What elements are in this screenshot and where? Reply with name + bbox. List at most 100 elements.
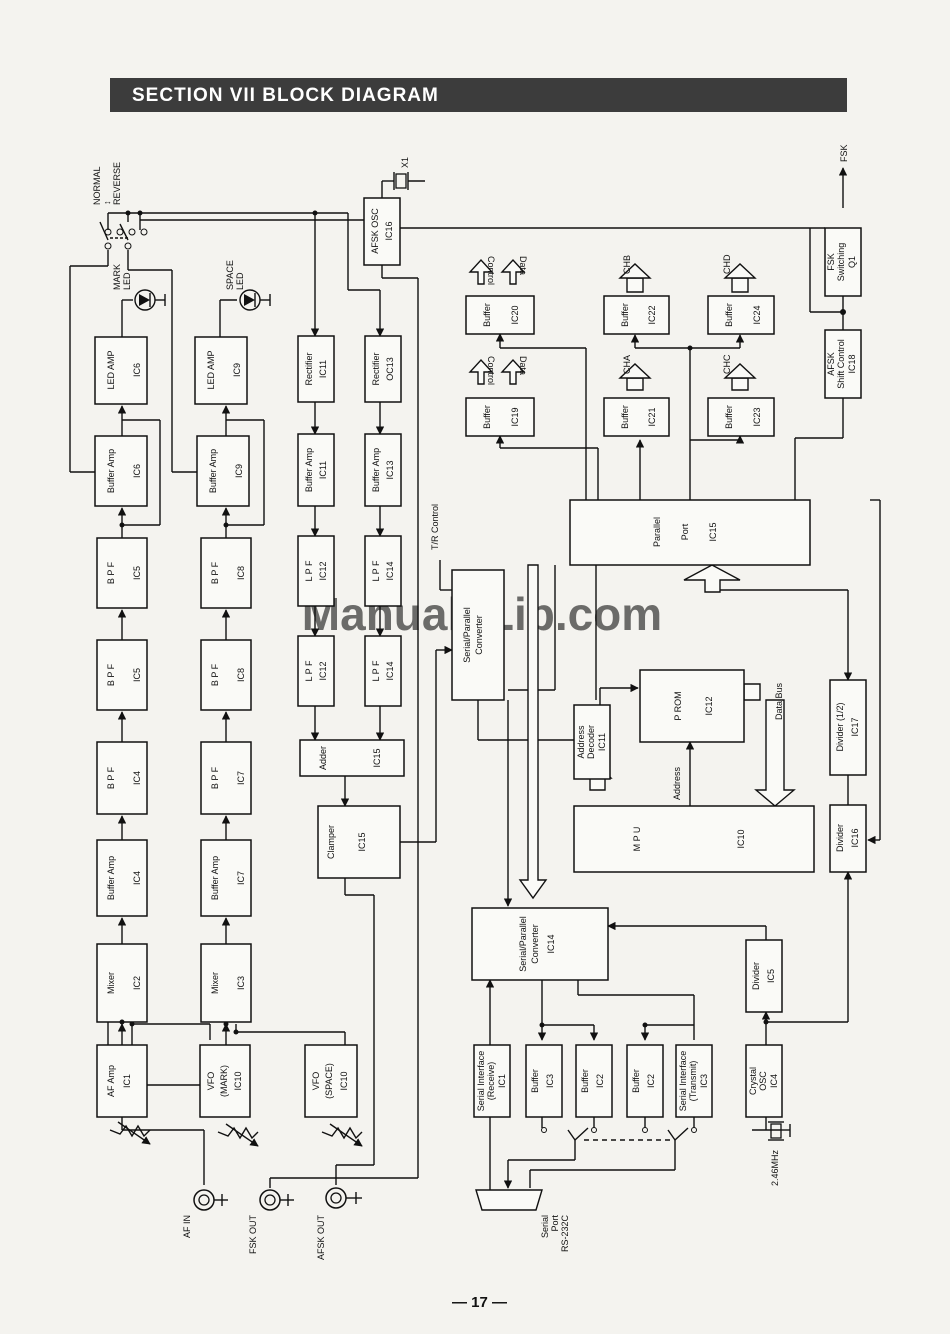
block-ic: IC4 (769, 1074, 779, 1088)
block-ic: IC24 (752, 305, 762, 324)
block-ic: IC5 (766, 969, 776, 983)
block-name: Buffer (580, 1069, 590, 1093)
block-name: L P F (371, 560, 381, 582)
block-name: LED AMP (206, 350, 216, 389)
crystal-2-46mhz-icon (768, 1121, 791, 1141)
block-buffer-amp-ic7: Buffer Amp IC7 (200, 839, 252, 917)
block-ic: IC4 (132, 871, 142, 885)
label-control-1: Control (486, 356, 496, 385)
block-ic: IC4 (132, 771, 142, 785)
block-ic: IC7 (236, 771, 246, 785)
pot-vfo-space-icon (321, 1123, 363, 1147)
label-reverse: REVERSE (112, 162, 122, 205)
block-name: Parallel (652, 517, 662, 547)
block-name: Buffer Amp (371, 448, 381, 492)
block-ic: IC2 (646, 1074, 656, 1088)
block-sub: Converter (474, 615, 484, 655)
label-mark-led: LED (122, 272, 132, 290)
block-name: VFO (206, 1072, 216, 1091)
block-lpf-ic14a: L P F IC14 (364, 535, 402, 607)
mark-led-icon (134, 289, 166, 311)
block-name: Buffer (724, 405, 734, 429)
block-ic: IC10 (339, 1071, 349, 1090)
block-led-amp-ic9: LED AMP IC9 (194, 336, 248, 405)
label-address: Address (672, 766, 682, 800)
label-space: SPACE (225, 260, 235, 290)
block-rectifier-ic11: Rectifier IC11 (297, 335, 335, 403)
block-vfo-space: VFO (SPACE) IC10 (304, 1044, 358, 1118)
block-buffer-amp-ic13: Buffer Amp IC13 (364, 433, 402, 507)
block-name: Mixer (210, 972, 220, 994)
block-bpf-ic8b: B P F IC8 (200, 537, 252, 609)
page-number: — 17 — (452, 1294, 508, 1311)
label-normal: NORMAL (92, 166, 102, 205)
block-crystal-osc: Crystal OSC IC4 (745, 1044, 783, 1118)
crystal-x1-icon (393, 172, 409, 190)
block-ic: IC15 (708, 522, 718, 541)
block-sub: Switching (836, 243, 846, 282)
block-name: Rectifier (371, 352, 381, 385)
block-name: AFSK (826, 352, 836, 376)
block-serial-if-transmit: Serial Interface (Transmit) IC3 (675, 1044, 713, 1118)
block-bpf-ic8a: B P F IC8 (200, 639, 252, 711)
block-name: L P F (371, 660, 381, 682)
block-ic: IC8 (236, 668, 246, 682)
block-led-amp-ic6: LED AMP IC6 (94, 336, 148, 405)
block-address-decoder: Address Decoder IC11 (573, 704, 611, 780)
block-divider-ic5: Divider IC5 (745, 939, 783, 1013)
block-name: Buffer (482, 405, 492, 429)
block-lpf-ic14b: L P F IC14 (364, 635, 402, 707)
block-name: Buffer Amp (210, 856, 220, 900)
block-name: Divider (751, 962, 761, 990)
block-sub: OSC (758, 1071, 768, 1091)
pot-vfo-mark-icon (217, 1123, 259, 1147)
block-divider-ic17: Divider (1/2) IC17 (829, 679, 867, 776)
mode-switch-icon (99, 210, 148, 250)
block-name: Buffer (482, 303, 492, 327)
block-name: FSK (826, 253, 836, 271)
block-ic: IC14 (385, 661, 395, 680)
block-ic: IC10 (233, 1071, 243, 1090)
block-ic: IC11 (318, 461, 328, 479)
block-ic: Q1 (847, 256, 857, 268)
label-rs232c: RS-232C (560, 1215, 570, 1253)
block-buffer-amp-ic11: Buffer Amp IC11 (297, 433, 335, 507)
block-name: VFO (311, 1072, 321, 1091)
block-ic: IC7 (236, 871, 246, 885)
label-data-1: Data (518, 356, 528, 375)
label-crystal-freq: 2.46MHz (770, 1150, 780, 1187)
pot-af-icon (109, 1121, 151, 1145)
block-buffer-ic3: Buffer IC3 (525, 1044, 563, 1118)
annotation-labels: NORMAL ↕ REVERSE MARK LED SPACE LED X1 F… (92, 144, 849, 1260)
label-chb: CHB (622, 255, 632, 274)
block-name: Buffer Amp (106, 449, 116, 493)
block-ic: IC12 (318, 561, 328, 580)
block-vfo-mark: VFO (MARK) IC10 (199, 1044, 251, 1118)
block-ic: OC13 (385, 357, 395, 381)
block-sub: Port (680, 523, 690, 540)
block-sub: Converter (530, 924, 540, 964)
block-ic: IC3 (545, 1074, 555, 1088)
block-divider-ic16: Divider IC16 (829, 804, 867, 873)
block-lpf-ic12b: L P F IC12 (297, 635, 335, 707)
block-ic: IC17 (850, 717, 860, 736)
block-name: Crystal (748, 1067, 758, 1095)
label-tr-control: T/R Control (430, 504, 440, 550)
label-af-in: AF IN (182, 1215, 192, 1238)
block-sub: Decoder (586, 725, 596, 759)
block-sub: (SPACE) (324, 1063, 334, 1099)
block-name: Buffer (724, 303, 734, 327)
block-sub: (MARK) (219, 1065, 229, 1097)
label-cha: CHA (622, 355, 632, 374)
label-data-bus: Data Bus (774, 682, 784, 720)
block-ic: IC5 (132, 566, 142, 580)
block-ic: IC11 (318, 360, 328, 378)
block-afsk-osc: AFSK OSC IC16 (363, 197, 401, 266)
block-mixer-mark: Mixer IC2 (96, 943, 148, 1023)
label-mark: MARK (112, 264, 122, 290)
block-name: L P F (304, 660, 314, 682)
block-buffer-ic24: Buffer IC24 (707, 295, 775, 335)
block-name: AFSK OSC (370, 208, 380, 254)
block-name: Divider (1/2) (835, 702, 845, 751)
